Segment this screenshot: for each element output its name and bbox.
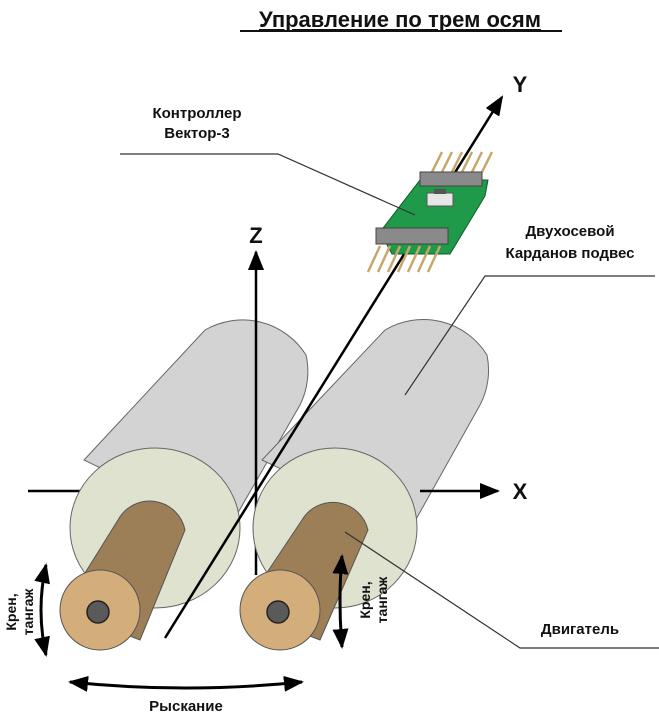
right-cylinder bbox=[239, 319, 490, 651]
top-header-connector bbox=[419, 171, 483, 187]
roll-pitch-arrow-right bbox=[332, 554, 349, 649]
controller-bottom-pins bbox=[366, 245, 442, 273]
controller-label-line1: Контроллер bbox=[152, 105, 241, 122]
roll-pitch-arrow-left bbox=[34, 563, 50, 657]
roll-pitch-label-right-line1: Крен, bbox=[357, 581, 373, 618]
controller-callout-line bbox=[120, 153, 416, 216]
z-axis-label: Z bbox=[249, 223, 262, 248]
left-motor-shaft bbox=[86, 600, 110, 624]
gimbal-label-line2: Карданов подвес bbox=[505, 245, 634, 262]
yaw-arrow bbox=[68, 675, 304, 692]
controller-board bbox=[366, 151, 494, 273]
roll-pitch-label-left-line1: Крен, bbox=[3, 593, 19, 630]
right-motor-shaft bbox=[266, 600, 290, 624]
motor-label: Двигатель bbox=[541, 621, 619, 638]
bottom-header-connector bbox=[375, 227, 449, 245]
chip bbox=[426, 192, 454, 207]
x-axis-label: X bbox=[513, 479, 528, 504]
yaw-label: Рыскание bbox=[149, 698, 223, 715]
controller-label-line2: Вектор-3 bbox=[164, 125, 230, 142]
roll-pitch-label-right-line2: тангаж bbox=[374, 576, 390, 624]
left-cylinder bbox=[59, 319, 309, 651]
y-axis-label: Y bbox=[513, 72, 528, 97]
diagram-title: Управление по трем осям bbox=[259, 7, 541, 32]
gimbal-callout-line bbox=[404, 275, 655, 396]
roll-pitch-label-left-line2: тангаж bbox=[20, 588, 36, 636]
motor-callout-line bbox=[344, 531, 659, 649]
gimbal-label-line1: Двухосевой bbox=[525, 223, 614, 240]
controller-top-pins bbox=[430, 151, 494, 173]
chip-top bbox=[434, 189, 446, 194]
